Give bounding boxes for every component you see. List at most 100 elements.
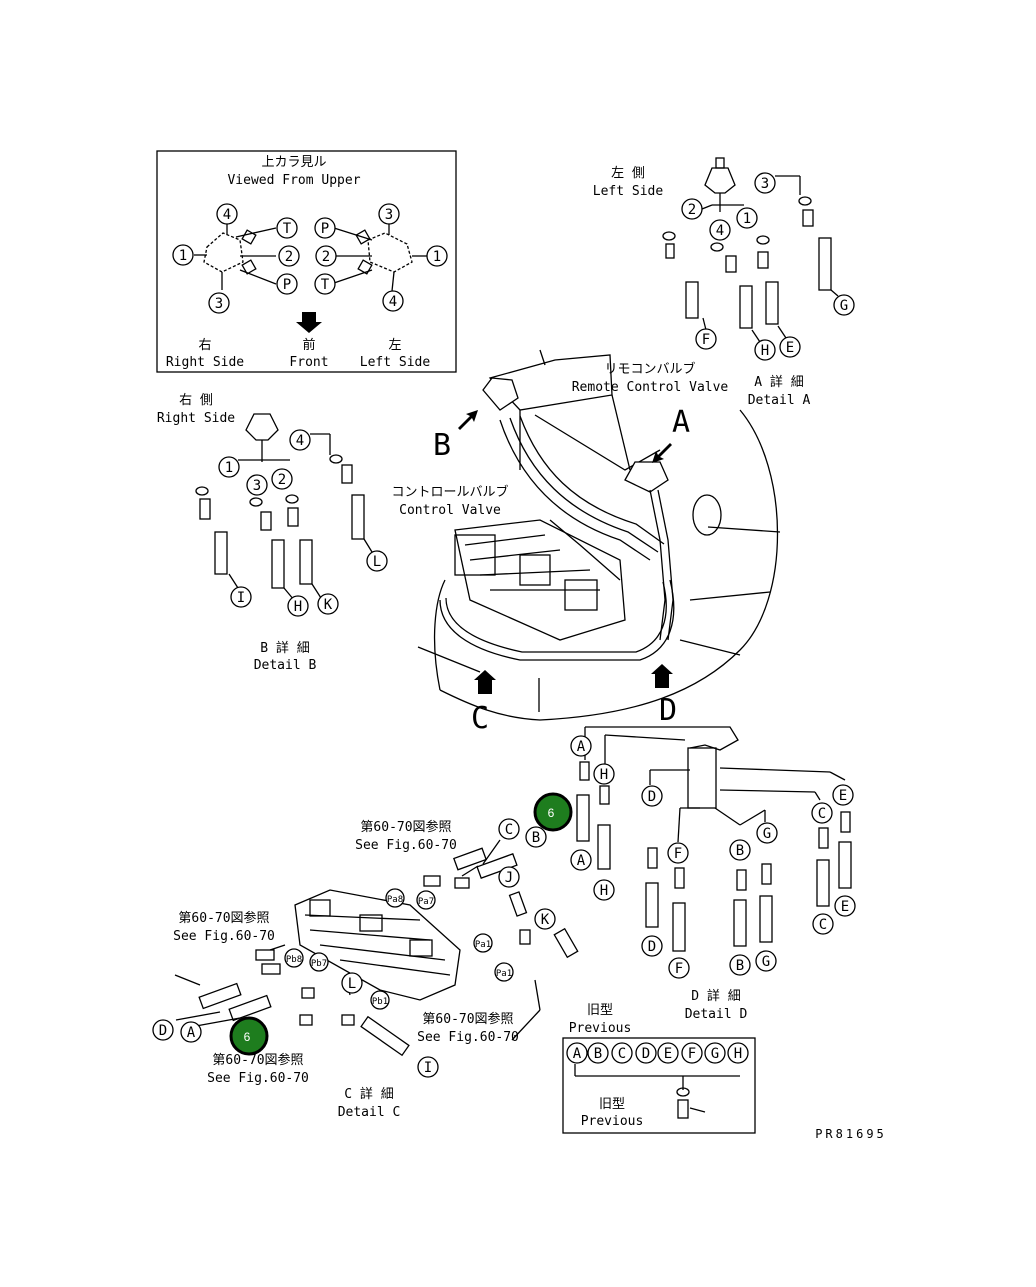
detail-d-top-h: H (600, 767, 608, 783)
detail-c-port-pa7: Pa7 (418, 897, 434, 907)
view-label-b: B (433, 428, 451, 463)
marker-6-lower[interactable]: 6 (229, 1016, 269, 1056)
detail-c-see3-jp: 第60-70図参照 (422, 1011, 513, 1027)
front-arrow-icon (296, 312, 322, 333)
inset-left-port-t: T (321, 277, 330, 293)
previous-letter-e: E (664, 1046, 672, 1062)
detail-b-letter-l: L (373, 554, 381, 570)
detail-a-port-3: 3 (761, 176, 769, 192)
detail-a-letter-f: F (702, 332, 710, 348)
detail-b-caption-jp: B 詳 細 (260, 640, 309, 656)
detail-c-port-pb1: Pb1 (372, 997, 388, 1007)
detail-a-side-en: Left Side (593, 184, 664, 199)
detail-d-bottom-c: C (819, 917, 827, 933)
detail-c-letter-k: K (541, 912, 550, 928)
drawing-number: PR81695 (815, 1127, 887, 1141)
detail-c-port-pb8: Pb8 (286, 955, 302, 965)
detail-a-side-jp: 左 側 (611, 166, 645, 181)
detail-d-top-e: E (839, 788, 847, 804)
arrow-c-icon (474, 670, 496, 694)
detail-c-port-pb7: Pb7 (311, 959, 327, 969)
cv-label-jp: コントロールバルブ (391, 484, 508, 500)
detail-b-side-en: Right Side (157, 411, 235, 426)
detail-a-port-1: 1 (743, 211, 751, 227)
detail-c-see2-en: See Fig.60-70 (173, 929, 275, 944)
detail-d-bottom-d: D (648, 939, 656, 955)
detail-d-bottom-b: B (736, 958, 744, 974)
detail-d-bottom-a: A (577, 853, 586, 869)
detail-c-port-pa1-b: Pa1 (496, 969, 512, 979)
inset-right-port-t: T (283, 221, 292, 237)
inset-left-en: Left Side (360, 355, 431, 370)
detail-c-letter-l: L (348, 976, 356, 992)
detail-d-bottom-f: F (675, 961, 683, 977)
rcv-label-en: Remote Control Valve (572, 380, 729, 395)
detail-a-letter-h: H (761, 343, 769, 359)
previous-letter-a: A (573, 1046, 582, 1062)
rcv-label-jp: リモコンバルブ (604, 361, 695, 377)
detail-b-port-2: 2 (278, 472, 286, 488)
detail-d-caption-en: Detail D (685, 1007, 748, 1022)
detail-d-top-a: A (577, 739, 586, 755)
previous-letters: A B C D E F G H (566, 1042, 749, 1064)
detail-d-top-c: C (818, 806, 826, 822)
detail-b-port-4: 4 (296, 433, 304, 449)
detail-a-letter-e: E (786, 340, 794, 356)
marker-6-upper[interactable]: 6 (533, 792, 573, 832)
inset-left-port-1: 1 (433, 249, 441, 265)
detail-c-port-pa1-a: Pa1 (475, 940, 491, 950)
inset-left-jp: 左 (388, 338, 401, 353)
detail-b-side-jp: 右 側 (179, 393, 213, 408)
detail-d: A H D F B G C E A H D F (570, 726, 856, 1022)
detail-c-letter-c: C (505, 822, 513, 838)
detail-c-letter-j: J (505, 870, 513, 886)
view-label-a: A (672, 405, 690, 440)
inset-title-en: Viewed From Upper (227, 173, 360, 188)
main-view: リモコンバルブ Remote Control Valve コントロールバルブ C… (391, 349, 781, 736)
detail-b-letter-h: H (294, 599, 302, 615)
inset-title-jp: 上カラ見ル (261, 155, 326, 170)
detail-a: 左 側 Left Side 2 3 1 4 (593, 157, 855, 408)
previous-label-en: Previous (569, 1021, 632, 1036)
detail-b-port-3: 3 (253, 478, 261, 494)
detail-c-caption-jp: C 詳 細 (344, 1086, 393, 1102)
previous-label2-en: Previous (581, 1114, 644, 1129)
inset-right-valve: 4 1 3 T 2 P (172, 203, 300, 314)
previous-label-jp: 旧型 (587, 1003, 613, 1018)
inset-right-port-4: 4 (223, 207, 231, 223)
detail-c-caption-en: Detail C (338, 1105, 401, 1120)
detail-c-letter-d: D (159, 1023, 167, 1039)
detail-c-port-pa8: Pa8 (387, 895, 403, 905)
detail-c-letter-i: I (424, 1060, 432, 1076)
detail-a-letter-g: G (840, 298, 848, 314)
previous-letter-g: G (711, 1046, 719, 1062)
detail-d-top-b: B (736, 843, 744, 859)
arrow-a-icon (652, 443, 672, 463)
inset-left-valve: 3 P 2 T 1 4 (314, 203, 448, 312)
detail-c-letter-b: B (532, 830, 540, 846)
detail-b-port-1: 1 (225, 460, 233, 476)
detail-d-bottom-e: E (841, 899, 849, 915)
detail-d-top-g: G (763, 826, 771, 842)
detail-c-see2-jp: 第60-70図参照 (178, 910, 269, 926)
inset-right-port-2: 2 (285, 249, 293, 265)
arrow-d-icon (651, 664, 673, 688)
detail-c-see4-jp: 第60-70図参照 (212, 1052, 303, 1068)
previous-label2-jp: 旧型 (599, 1097, 625, 1112)
arrow-b-icon (458, 410, 478, 430)
detail-d-bottom-g: G (762, 954, 770, 970)
previous-letter-b: B (594, 1046, 602, 1062)
detail-d-caption-jp: D 詳 細 (691, 988, 740, 1004)
inset-left-port-p: P (321, 221, 329, 237)
inset-right-port-3: 3 (215, 296, 223, 312)
detail-a-port-2: 2 (688, 202, 696, 218)
inset-left-port-4: 4 (389, 294, 397, 310)
inset-front-jp: 前 (302, 337, 315, 353)
inset-right-port-p: P (283, 277, 291, 293)
view-label-d: D (659, 693, 677, 728)
previous-letter-h: H (734, 1046, 742, 1062)
detail-d-top-f: F (674, 846, 682, 862)
cv-label-en: Control Valve (399, 503, 501, 518)
detail-d-top-d: D (648, 789, 656, 805)
